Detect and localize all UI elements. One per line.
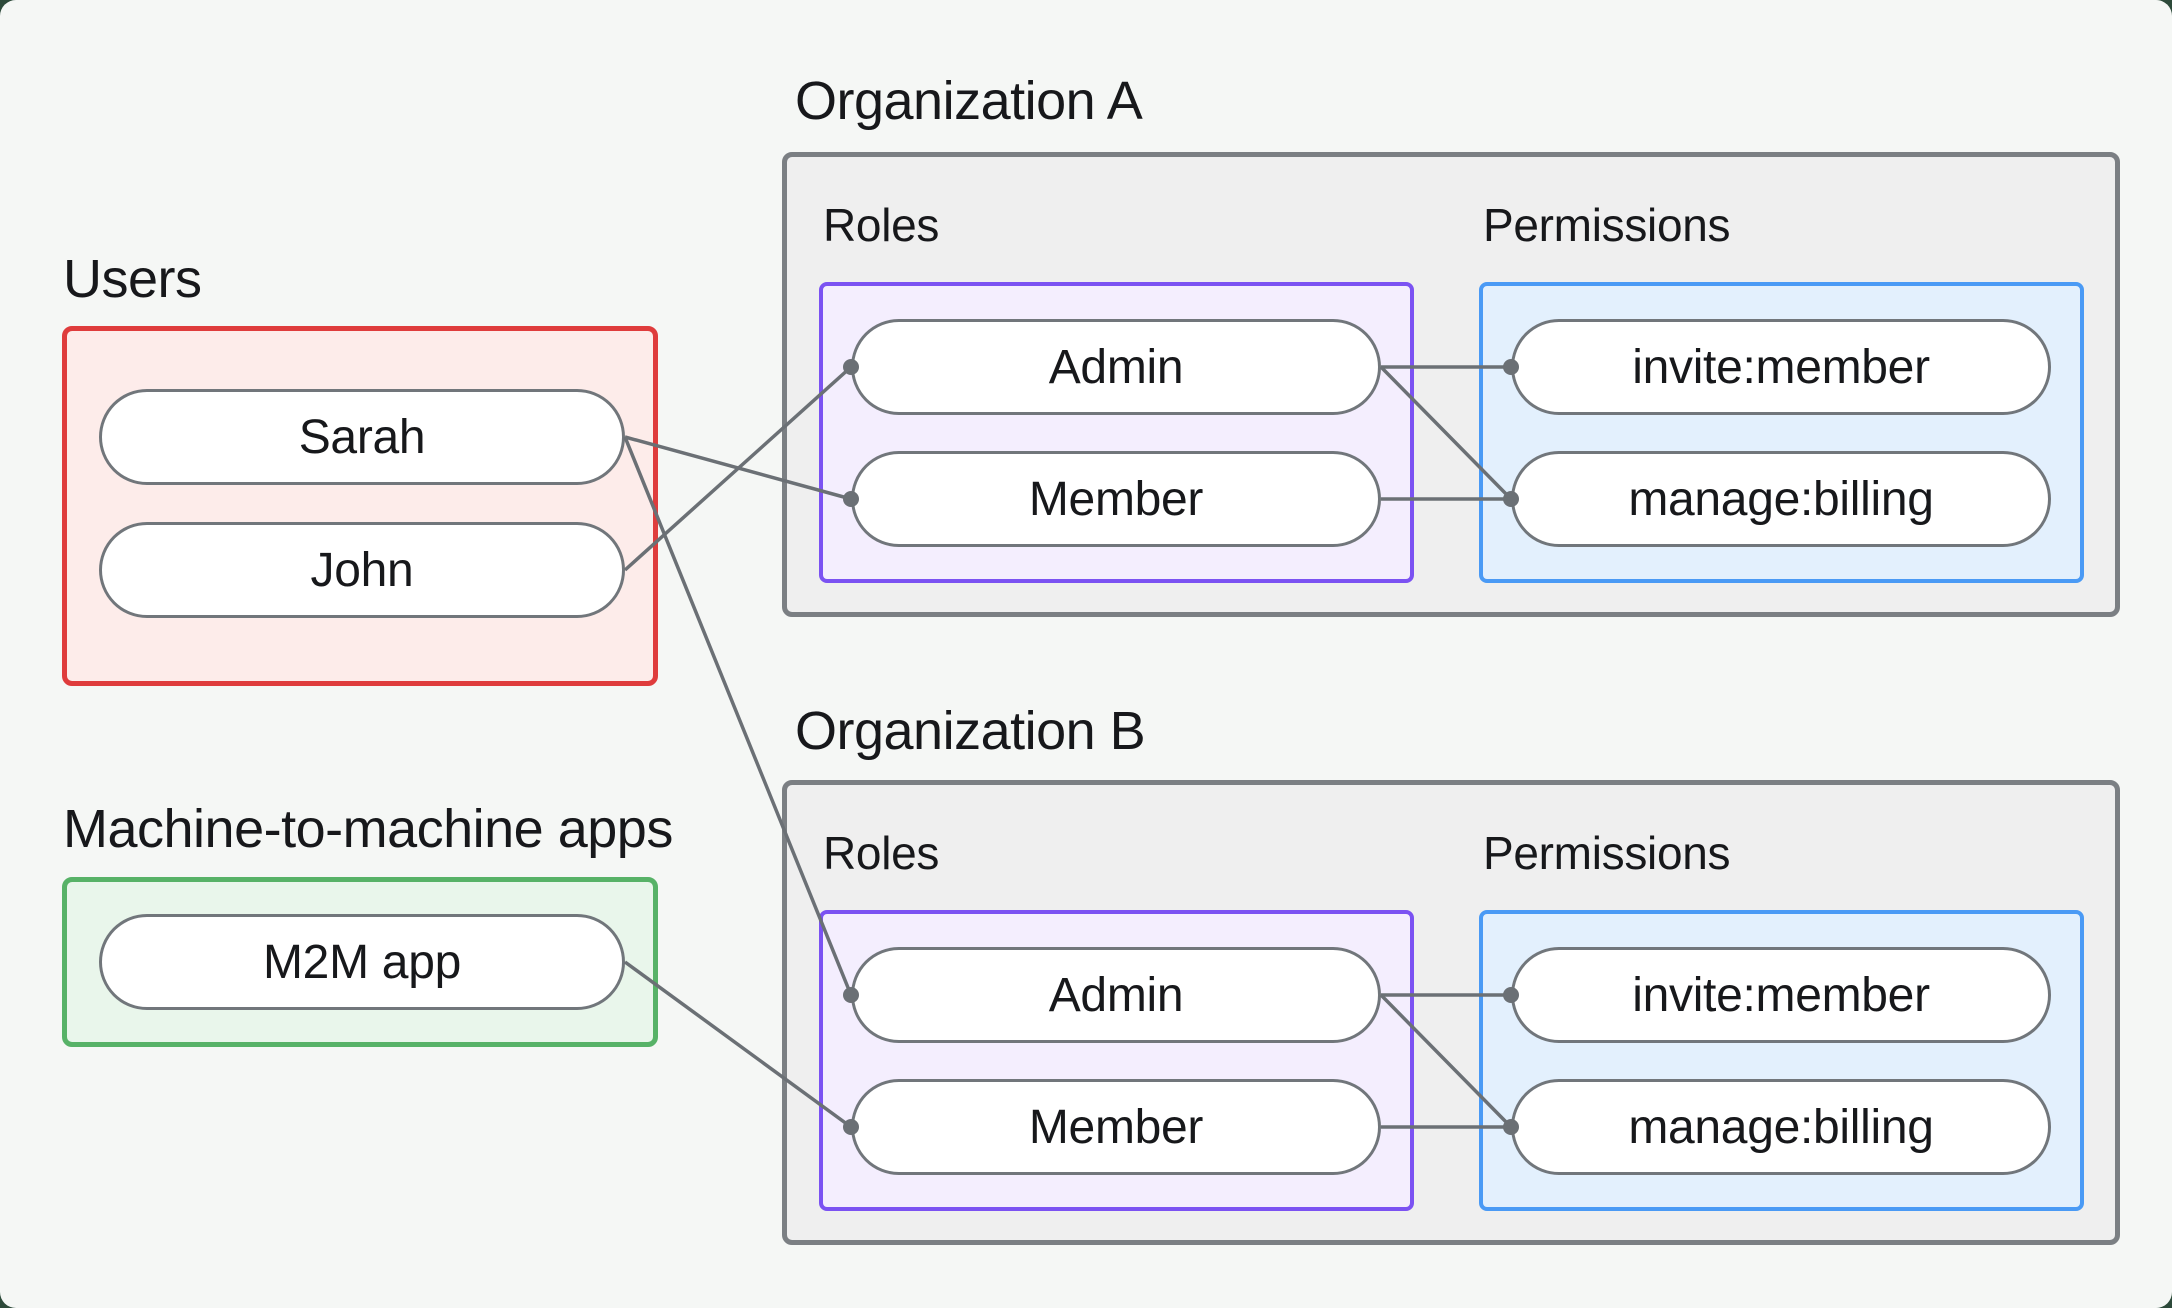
org-a-roles-box: Admin Member <box>819 282 1414 583</box>
org-b-roles-box: Admin Member <box>819 910 1414 1211</box>
users-group-box: Sarah John <box>62 326 658 686</box>
org-a-permission-invite-member: invite:member <box>1511 319 2051 415</box>
org-a-role-member-label: Member <box>1028 472 1204 526</box>
org-b-roles-label: Roles <box>823 827 940 879</box>
org-a-role-member: Member <box>851 451 1381 547</box>
org-a-permission-manage-billing-label: manage:billing <box>1628 472 1934 526</box>
users-group-label: Users <box>63 249 202 309</box>
user-node-sarah-label: Sarah <box>298 410 426 464</box>
user-node-john-label: John <box>310 543 414 597</box>
m2m-app-node: M2M app <box>99 914 625 1010</box>
org-a-label: Organization A <box>795 71 1143 131</box>
org-a-box: Roles Permissions Admin Member invite:me… <box>782 152 2120 617</box>
org-a-roles-label: Roles <box>823 199 940 251</box>
org-b-permission-manage-billing: manage:billing <box>1511 1079 2051 1175</box>
org-b-role-admin-label: Admin <box>1048 968 1184 1022</box>
org-b-permission-invite-member: invite:member <box>1511 947 2051 1043</box>
m2m-group-box: M2M app <box>62 877 658 1047</box>
m2m-app-node-label: M2M app <box>263 935 461 989</box>
org-b-permission-manage-billing-label: manage:billing <box>1628 1100 1934 1154</box>
org-b-permissions-box: invite:member manage:billing <box>1479 910 2084 1211</box>
m2m-group-label: Machine-to-machine apps <box>63 799 673 859</box>
org-a-role-admin: Admin <box>851 319 1381 415</box>
org-a-role-admin-label: Admin <box>1048 340 1184 394</box>
org-b-permissions-label: Permissions <box>1483 827 1731 879</box>
org-b-role-member-label: Member <box>1028 1100 1204 1154</box>
org-b-label: Organization B <box>795 701 1146 761</box>
org-b-role-admin: Admin <box>851 947 1381 1043</box>
org-a-permission-invite-member-label: invite:member <box>1632 340 1930 394</box>
org-b-box: Roles Permissions Admin Member invite:me… <box>782 780 2120 1245</box>
org-b-permission-invite-member-label: invite:member <box>1632 968 1930 1022</box>
org-a-permissions-box: invite:member manage:billing <box>1479 282 2084 583</box>
org-b-role-member: Member <box>851 1079 1381 1175</box>
user-node-john: John <box>99 522 625 618</box>
org-a-permission-manage-billing: manage:billing <box>1511 451 2051 547</box>
org-a-permissions-label: Permissions <box>1483 199 1731 251</box>
user-node-sarah: Sarah <box>99 389 625 485</box>
